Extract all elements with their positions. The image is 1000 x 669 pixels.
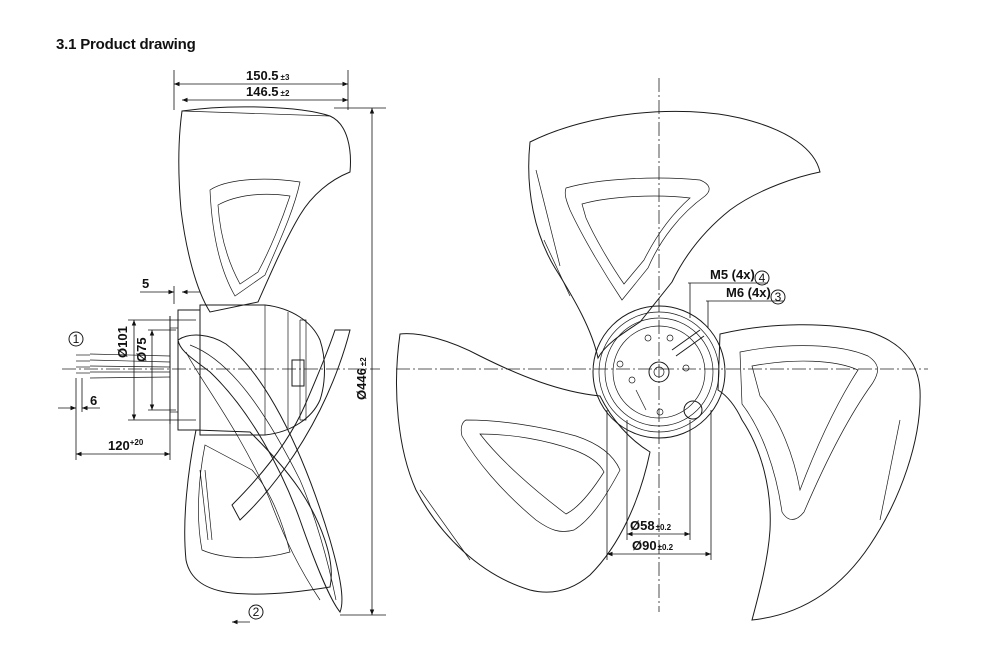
dim-cable-120: 120+20 (108, 438, 144, 453)
callout-3: 3 (775, 290, 782, 304)
front-view: M5 (4x) 4 M6 (4x) 3 Ø58±0.2 Ø90±0.2 (396, 78, 928, 621)
label-m6: M6 (4x) (726, 285, 771, 300)
front-blade-top (528, 110, 821, 360)
front-blade-right (717, 324, 921, 621)
dim-cable-6: 6 (90, 393, 97, 408)
dim-dia-75: Ø75 (134, 337, 149, 362)
hub-cable-gland (683, 400, 703, 420)
side-view: 150.5±3 146.5±2 5 Ø101 Ø75 Ø446±2 6 (58, 68, 386, 625)
page-title: 3.1 Product drawing (56, 36, 196, 53)
callout-1-circle (68, 331, 84, 347)
callout-4: 4 (759, 271, 766, 285)
side-lower-blade (184, 429, 332, 595)
dim-offset-5: 5 (142, 276, 149, 291)
dim-dia-446: Ø446±2 (354, 357, 369, 400)
side-motor-housing (199, 304, 325, 436)
label-m5: M5 (4x) (710, 267, 755, 282)
dim-dia-90: Ø90±0.2 (632, 538, 674, 553)
dim-width-inner: 146.5±2 (246, 84, 290, 99)
side-cross-blade (177, 334, 343, 613)
side-connector-box (291, 359, 305, 387)
side-rear-blade (231, 329, 351, 521)
side-upper-blade (178, 106, 351, 313)
hub-outer (592, 305, 726, 439)
callout-1: 1 (73, 332, 80, 346)
cables (76, 353, 171, 379)
dim-dia-101: Ø101 (115, 326, 130, 358)
hub-shaft (648, 361, 670, 383)
front-blade-bottom (396, 333, 651, 593)
callout-2: 2 (253, 605, 260, 619)
dim-width-outer: 150.5±3 (246, 68, 290, 83)
callout-2-circle (248, 604, 264, 620)
dim-dia-58: Ø58±0.2 (630, 518, 672, 533)
